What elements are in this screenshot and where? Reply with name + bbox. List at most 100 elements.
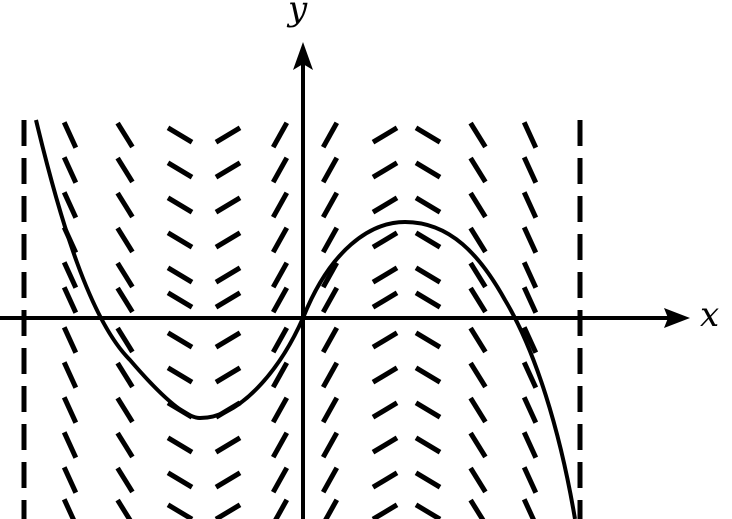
slope-segment: [468, 498, 486, 519]
slope-segment: [61, 156, 79, 184]
slope-segment: [271, 261, 289, 289]
slope-segment: [321, 431, 339, 459]
slope-segment: [115, 361, 135, 389]
slope-segment: [166, 265, 194, 285]
slope-segment: [371, 470, 399, 490]
slope-segment: [61, 326, 79, 354]
slope-segments: [61, 121, 539, 519]
slope-segment: [166, 195, 194, 215]
slope-segment: [371, 290, 399, 310]
slope-segment: [521, 361, 539, 389]
slope-segment: [271, 466, 289, 494]
slope-segment: [271, 156, 289, 184]
slope-segment: [468, 286, 488, 314]
slope-segment: [61, 191, 79, 219]
slope-segment: [166, 230, 194, 250]
slope-segment: [61, 361, 79, 389]
slope-segment: [468, 261, 488, 289]
slope-segment: [321, 326, 339, 354]
slope-segment: [468, 121, 488, 149]
slope-segment: [115, 156, 135, 184]
slope-segment: [521, 286, 539, 314]
slope-segment: [214, 330, 242, 350]
slope-segment: [371, 365, 399, 385]
slope-segment: [414, 125, 442, 145]
slope-segment: [321, 466, 339, 494]
slope-segment: [166, 365, 194, 385]
x-axis-arrowhead: [664, 308, 690, 328]
slope-segment: [61, 261, 79, 289]
slope-segment: [521, 226, 539, 254]
slope-segment: [414, 265, 442, 285]
slope-segment: [371, 400, 399, 420]
slope-segment: [214, 435, 242, 455]
slope-segment: [166, 470, 194, 490]
slope-segment: [414, 160, 442, 180]
slope-segment: [214, 160, 242, 180]
slope-segment: [414, 400, 442, 420]
slope-segment: [414, 470, 442, 490]
slope-segment: [61, 431, 79, 459]
slope-segment: [214, 125, 242, 145]
slope-segment: [271, 191, 289, 219]
y-axis-arrowhead: [293, 42, 313, 70]
slope-segment: [414, 502, 442, 519]
slope-segment: [166, 330, 194, 350]
slope-segment: [271, 326, 289, 354]
slope-segment: [214, 265, 242, 285]
slope-segment: [321, 156, 339, 184]
slope-segment: [115, 286, 135, 314]
slope-segment: [321, 226, 339, 254]
slope-segment: [414, 195, 442, 215]
slope-segment: [166, 125, 194, 145]
slope-segment: [321, 191, 339, 219]
slope-segment: [214, 230, 242, 250]
slope-segment: [521, 261, 539, 289]
slope-segment: [521, 326, 539, 354]
y-axis-label: y: [288, 0, 308, 29]
solution-curve: [34, 119, 577, 519]
slope-segment: [371, 160, 399, 180]
slope-segment: [61, 286, 79, 314]
slope-segment: [371, 265, 399, 285]
slope-segment: [271, 431, 289, 459]
slope-segment: [468, 431, 488, 459]
slope-segment: [468, 326, 488, 354]
slope-segment: [468, 361, 488, 389]
slope-segment: [271, 396, 289, 424]
slope-segment: [61, 121, 79, 149]
slope-segment: [371, 230, 399, 250]
slope-segment: [321, 121, 339, 149]
slope-segment: [115, 431, 135, 459]
slope-segment: [468, 396, 488, 424]
slope-segment: [115, 261, 135, 289]
slope-segment: [468, 466, 488, 494]
slope-segment: [371, 502, 399, 519]
slope-segment: [273, 498, 289, 519]
slope-segment: [115, 121, 135, 149]
slope-segment: [271, 286, 289, 314]
slope-segment: [115, 326, 135, 354]
slope-segment: [214, 195, 242, 215]
slope-segment: [115, 191, 135, 219]
slope-segment: [115, 498, 133, 519]
slope-segment: [521, 156, 539, 184]
slope-segment: [166, 502, 194, 519]
slope-segment: [521, 191, 539, 219]
slope-segment: [521, 431, 539, 459]
slope-segment: [61, 498, 76, 519]
slope-segment: [521, 396, 539, 424]
slope-segment: [371, 195, 399, 215]
slope-segment: [414, 230, 442, 250]
slope-segment: [414, 435, 442, 455]
slope-segment: [214, 290, 242, 310]
slope-segment: [521, 466, 539, 494]
slope-segment: [521, 121, 539, 149]
slope-segment: [271, 226, 289, 254]
slope-segment: [468, 226, 488, 254]
slope-segment: [166, 435, 194, 455]
x-axis-label: x: [700, 295, 720, 335]
slope-segment: [371, 330, 399, 350]
